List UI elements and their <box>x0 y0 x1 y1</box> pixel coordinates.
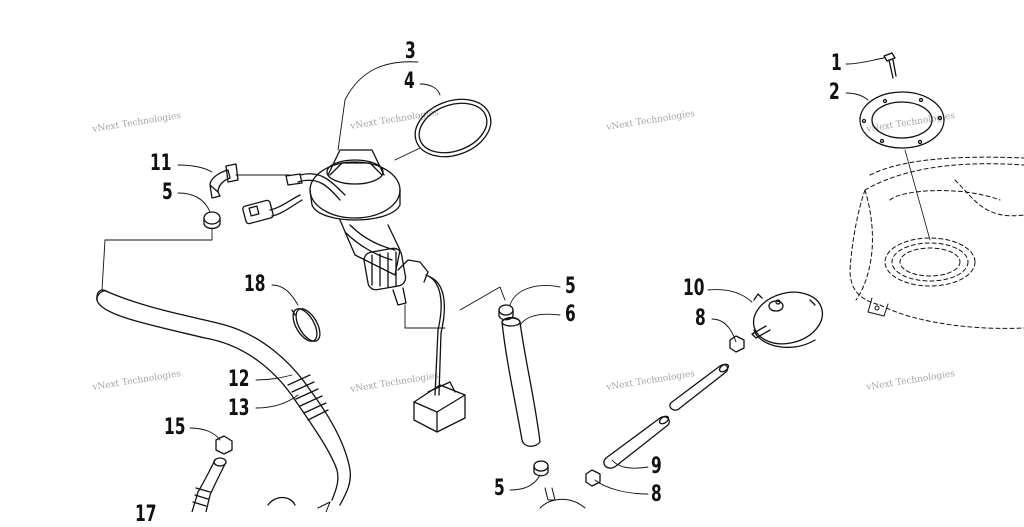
callout-18: 18 <box>244 272 266 297</box>
callout-15: 15 <box>164 415 186 440</box>
elbow-fitting <box>209 163 239 199</box>
vent-valve <box>751 291 824 349</box>
callout-5: 5 <box>494 476 505 501</box>
hose-clamp-small <box>498 304 514 321</box>
diagram-drawing <box>96 52 1024 512</box>
callout-13: 13 <box>228 396 250 421</box>
tank-bracket <box>867 297 889 317</box>
callout-9: 9 <box>651 454 662 479</box>
callout-2: 2 <box>829 80 840 105</box>
hose-clamp-small <box>533 460 549 477</box>
callout-1: 1 <box>831 51 842 76</box>
fitting-nut <box>215 435 233 455</box>
bolt <box>883 52 897 79</box>
callout-3: 3 <box>405 39 416 64</box>
callout-8: 8 <box>695 306 706 331</box>
callout-10: 10 <box>683 276 705 301</box>
fuel-line <box>96 289 351 506</box>
parts-diagram: vNext Technologies vNext Technologies vN… <box>92 39 1024 526</box>
hose-clamp-small <box>585 335 745 487</box>
hose-clamp <box>203 211 221 230</box>
fuel-tank <box>849 156 1024 329</box>
callout-5: 5 <box>565 274 576 299</box>
fuel-hose <box>501 316 541 447</box>
callout-17: 17 <box>135 502 157 527</box>
flange-gasket <box>859 91 945 149</box>
fuel-filter <box>191 457 296 512</box>
vent-hose <box>603 363 730 469</box>
leader-gasket-tank <box>904 149 931 241</box>
o-ring <box>414 98 492 158</box>
fuel-pump-assembly <box>235 149 446 396</box>
callout-12: 12 <box>228 367 250 392</box>
pump-connector <box>413 381 466 433</box>
callout-4: 4 <box>404 69 415 94</box>
wire-clip <box>291 308 321 342</box>
callout-8: 8 <box>651 482 662 507</box>
callout-6: 6 <box>565 302 576 327</box>
fuel-line-sleeve <box>287 374 329 421</box>
callout-11: 11 <box>150 151 172 176</box>
callout-5: 5 <box>162 180 173 205</box>
